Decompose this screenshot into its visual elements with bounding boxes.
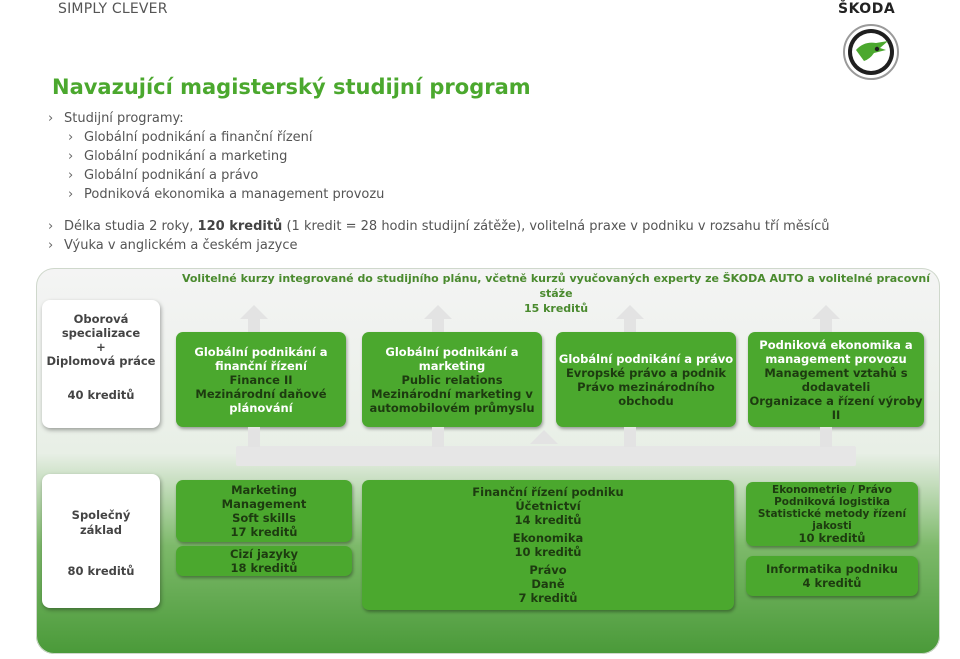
arrow-stem [248,319,260,333]
arrow-stem [820,319,832,333]
arrow-up-icon [616,305,644,319]
connector-stem [624,427,636,447]
bullet-program-4: ›Podniková ekonomika a management provoz… [68,187,385,202]
arrow-up-icon [812,305,840,319]
bullet-program-1: ›Globální podnikání a finanční řízení [68,130,313,145]
spec-box-marketing: Globální podnikání a marketing Public re… [362,332,542,427]
bullet-program-3: ›Globální podnikání a právo [68,168,259,183]
spec-box-law: Globální podnikání a právo Evropské práv… [556,332,736,427]
skoda-logo-icon [842,23,900,81]
spec-box-operations: Podniková ekonomika a management provozu… [748,332,924,427]
connector-stem [820,427,832,447]
page-title: Navazující magisterský studijní program [52,75,531,99]
common-box-informatics: Informatika podniku 4 kreditů [746,556,918,596]
tagline: SIMPLY CLEVER [58,1,168,17]
connector-stem [248,427,260,447]
arrow-up-icon [424,305,452,319]
bullet-language: ›Výuka v anglickém a českém jazyce [48,238,298,253]
common-basis-box: Společný základ 80 kreditů [42,474,160,608]
bullet-programs-label: ›Studijní programy: [48,111,184,126]
bullet-program-2: ›Globální podnikání a marketing [68,149,288,164]
elective-courses-band: Volitelné kurzy integrované do studijníh… [181,272,931,315]
spec-box-finance: Globální podnikání a finanční řízení Fin… [176,332,346,427]
common-box-econometrics: Ekonometrie / Právo Podniková logistika … [746,482,918,546]
arrow-up-icon [240,305,268,319]
common-box-finance: Finanční řízení podniku Účetnictví 14 kr… [362,480,734,610]
common-box-management: Marketing Management Soft skills 17 kred… [176,480,352,542]
common-box-languages: Cizí jazyky 18 kreditů [176,546,352,576]
specialization-box: Oborová specializace + Diplomová práce 4… [42,300,160,428]
bullet-duration: ›Délka studia 2 roky, 120 kreditů (1 kre… [48,219,830,234]
arrow-stem [432,319,444,333]
arrow-up-icon [530,430,558,444]
brand-wordmark: ŠKODA [838,1,896,17]
connector-bar [236,446,856,466]
connector-stem [432,427,444,447]
arrow-stem [624,319,636,333]
